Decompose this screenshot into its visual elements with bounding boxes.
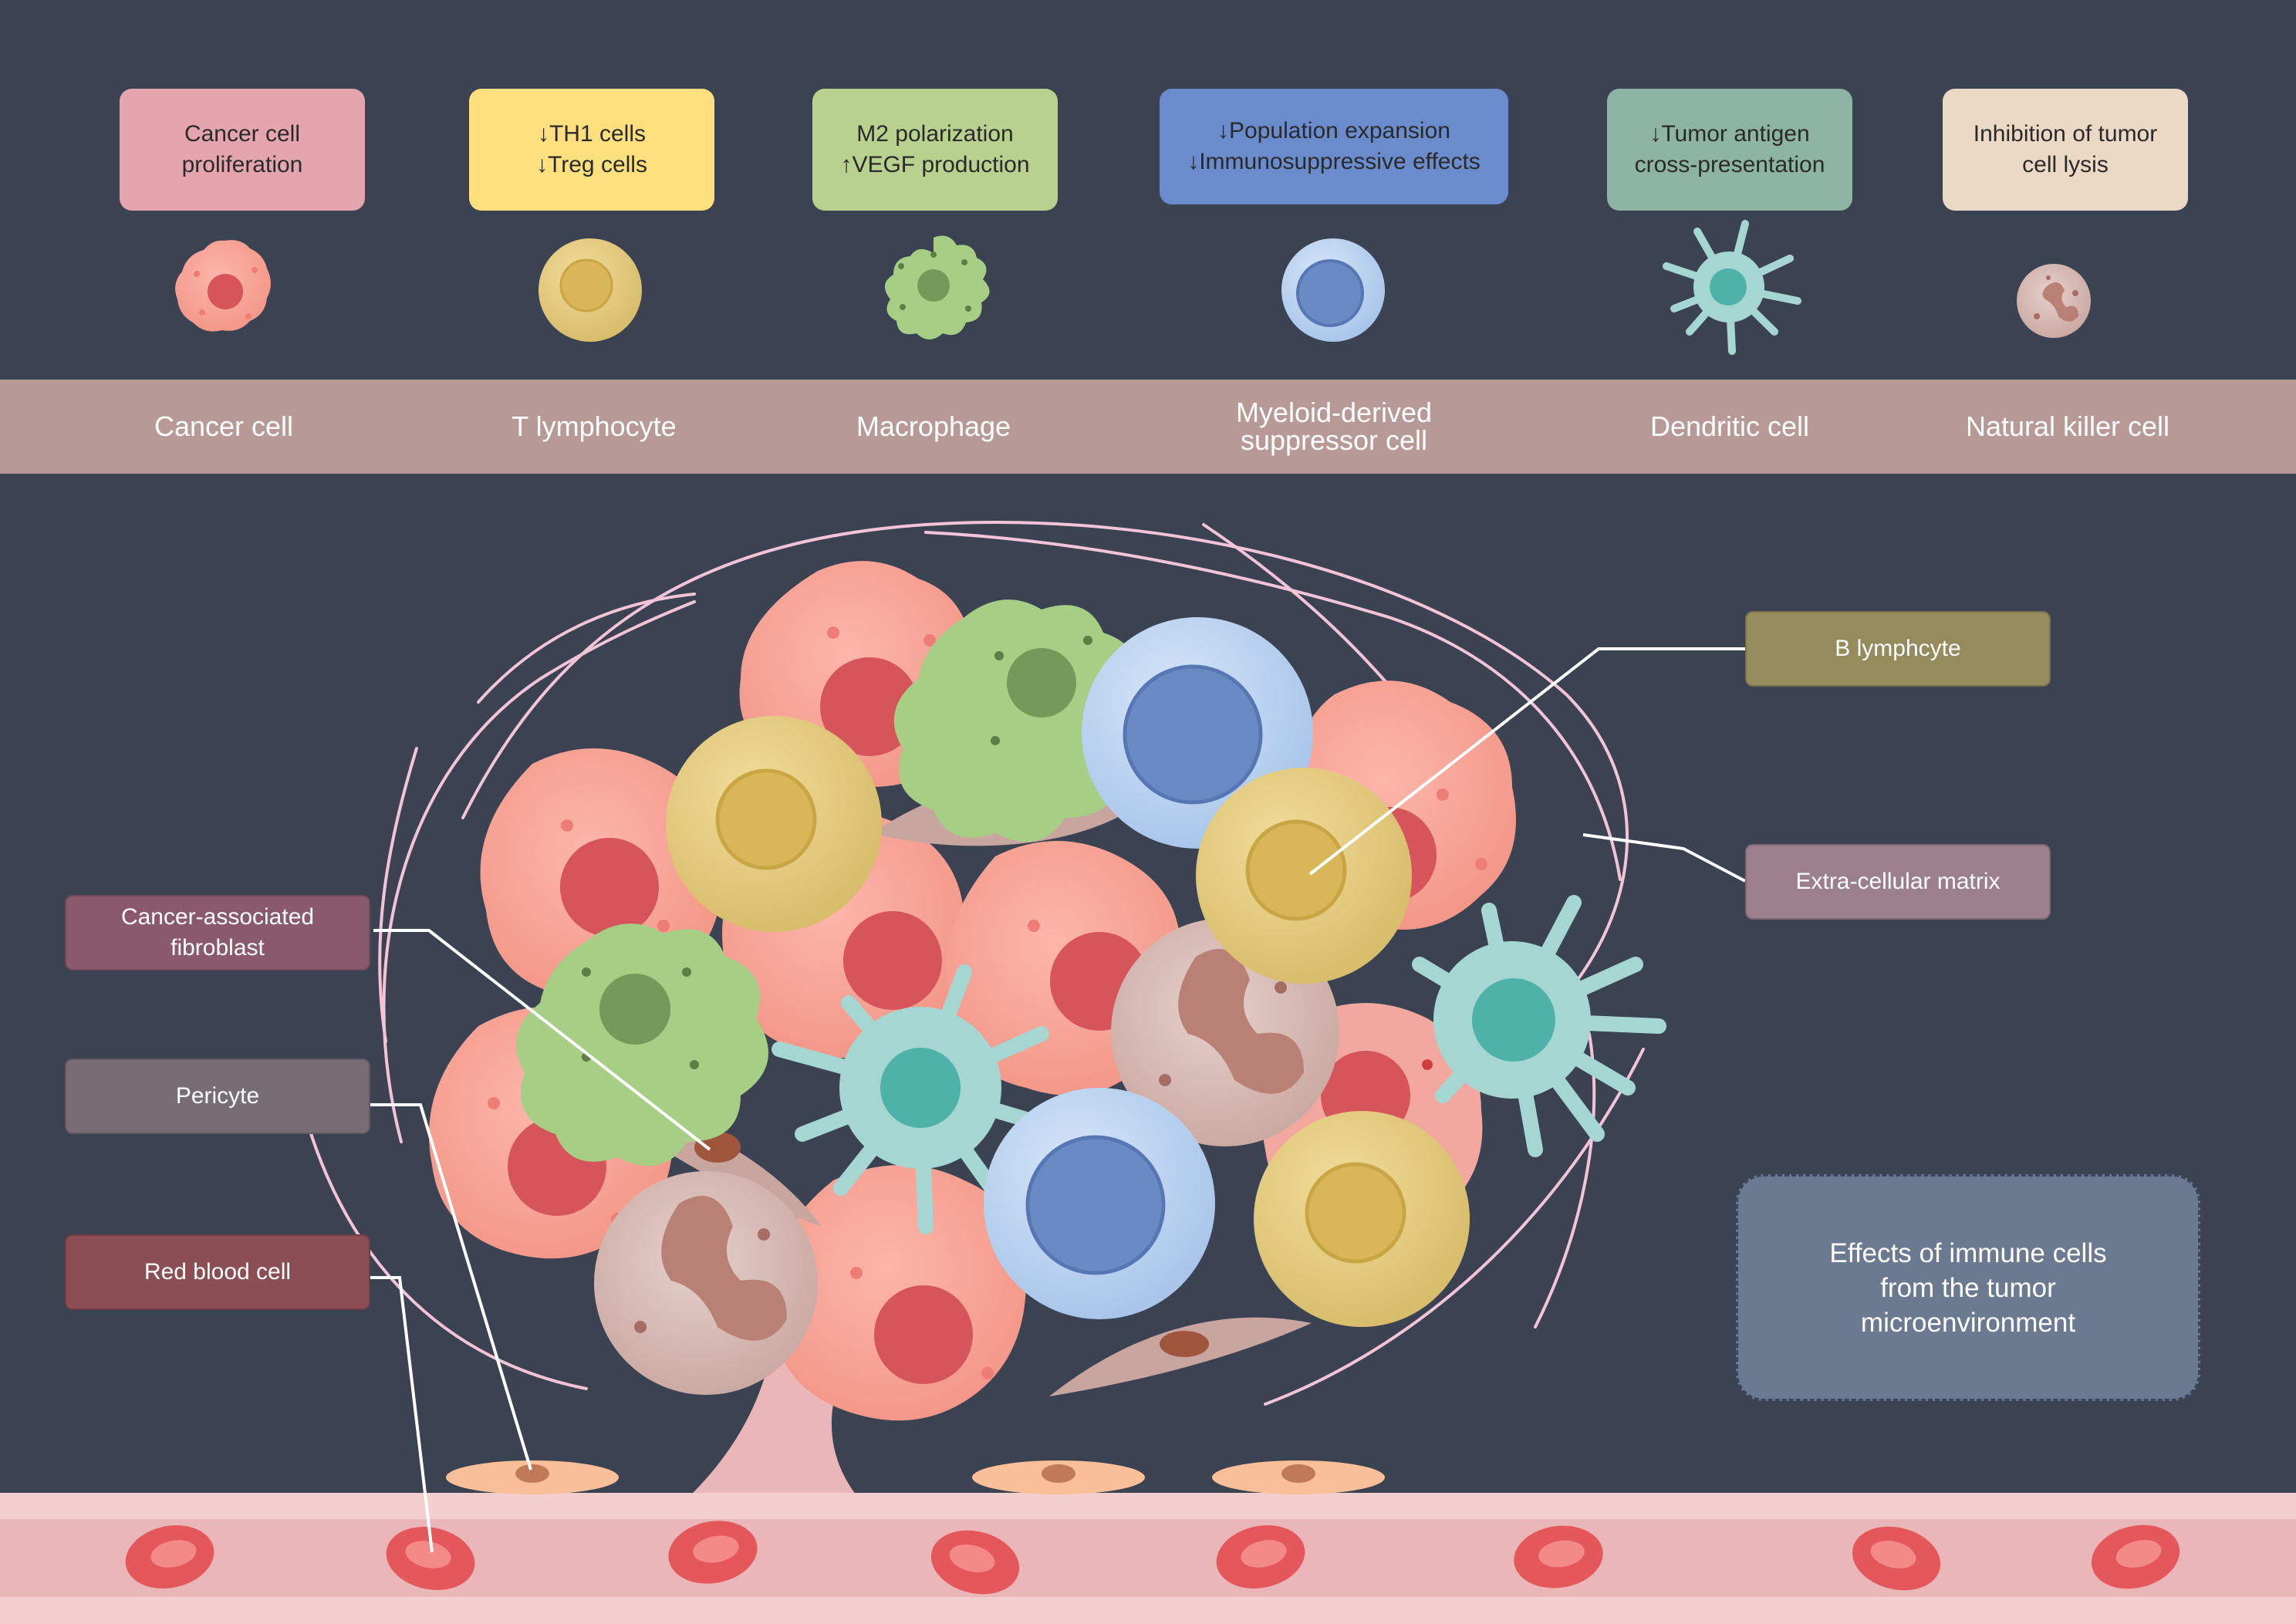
label-red-blood-cell: Red blood cell bbox=[65, 1234, 370, 1310]
summary-box: Effects of immune cells from the tumor m… bbox=[1736, 1174, 2200, 1401]
red-blood-cell bbox=[668, 1521, 758, 1584]
cell-label-dendritic: Dendritic cell bbox=[1649, 410, 1810, 442]
leader-lines bbox=[370, 647, 1746, 1553]
leader-red-blood-cell bbox=[370, 1276, 434, 1553]
nk-cell bbox=[594, 1171, 818, 1395]
leader-b-lymphocyte bbox=[1308, 647, 1745, 876]
icon-dendritic-cell bbox=[1663, 220, 1801, 355]
tumor-dendritic-cells bbox=[772, 895, 1666, 1234]
red-blood-cell bbox=[1216, 1525, 1305, 1589]
leader-extracellular-matrix bbox=[1582, 833, 1746, 883]
effect-natural-killer-cell: Inhibition of tumor cell lysis bbox=[1943, 89, 2188, 211]
cell-label-natural-killer: Natural killer cell bbox=[1965, 410, 2170, 442]
red-blood-cell bbox=[386, 1527, 475, 1590]
leader-pericyte bbox=[370, 1103, 532, 1470]
cell-label-cancer: Cancer cell bbox=[154, 410, 294, 442]
effect-macrophage: M2 polarization ↑VEGF production bbox=[812, 89, 1058, 211]
icon-t-lymphocyte bbox=[539, 238, 642, 342]
pericyte-cell bbox=[446, 1460, 619, 1494]
dendritic-cell bbox=[1412, 895, 1666, 1157]
cell-type-band bbox=[0, 380, 2296, 474]
label-b-lymphocyte: B lymphcyte bbox=[1745, 611, 2051, 687]
effect-t-lymphocyte: ↓TH1 cells ↓Treg cells bbox=[469, 89, 714, 211]
cell-label-macrophage: Macrophage bbox=[856, 410, 1011, 442]
cell-label-t-lymphocyte: T lymphocyte bbox=[512, 410, 677, 442]
mdsc-cell bbox=[984, 1088, 1215, 1319]
pericyte-cell bbox=[972, 1460, 1145, 1494]
icon-natural-killer-cell bbox=[2017, 264, 2091, 338]
icon-cancer-cell bbox=[175, 240, 271, 332]
effect-dendritic-cell: ↓Tumor antigen cross-presentation bbox=[1607, 89, 1852, 211]
label-extracellular-matrix: Extra-cellular matrix bbox=[1745, 844, 2051, 920]
fibroblast-cell bbox=[1049, 1317, 1312, 1396]
macrophage-cell bbox=[515, 923, 768, 1167]
t-lymphocyte-cell bbox=[1254, 1111, 1470, 1327]
t-lymphocyte-cell bbox=[666, 716, 882, 932]
dendritic-cell bbox=[772, 964, 1057, 1234]
effect-mdsc: ↓Population expansion ↓Immunosuppressive… bbox=[1160, 89, 1508, 204]
label-cancer-associated-fibroblast: Cancer-associated fibroblast bbox=[65, 895, 370, 971]
label-pericyte: Pericyte bbox=[65, 1058, 370, 1134]
red-blood-cell bbox=[930, 1530, 1020, 1595]
pericyte-cell bbox=[1212, 1460, 1385, 1494]
icon-macrophage bbox=[884, 235, 990, 339]
tumor-macrophages bbox=[515, 599, 1146, 1167]
macrophage-cell bbox=[893, 599, 1146, 842]
tumor-lymphocytes bbox=[666, 716, 1470, 1327]
red-blood-cell bbox=[1852, 1526, 1941, 1591]
icon-mdsc bbox=[1281, 238, 1385, 342]
pericytes bbox=[446, 1460, 1385, 1494]
b-lymphocyte-cell bbox=[1196, 768, 1412, 984]
cancer-cell bbox=[771, 1165, 1027, 1421]
red-blood-cell bbox=[125, 1525, 214, 1589]
effect-cancer-cell: Cancer cell proliferation bbox=[120, 89, 365, 211]
red-blood-cell bbox=[2091, 1524, 2180, 1589]
cell-label-mdsc: Myeloid-derived suppressor cell bbox=[1235, 397, 1433, 456]
red-blood-cells bbox=[125, 1521, 2180, 1595]
red-blood-cell bbox=[1514, 1525, 1603, 1589]
leader-caf bbox=[373, 929, 711, 1151]
